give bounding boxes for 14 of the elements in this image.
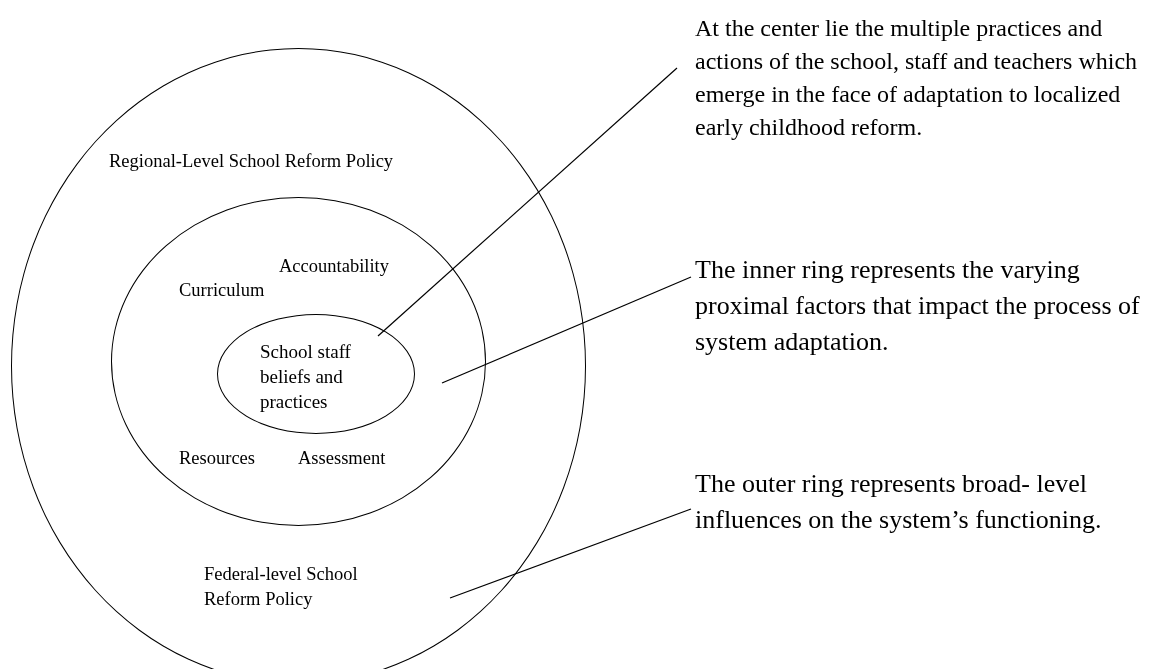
ring-label: Resources [179, 447, 257, 470]
ring-label: Curriculum [179, 279, 266, 302]
leader-line [377, 67, 678, 337]
leader-line [449, 508, 692, 599]
annotation-text: The outer ring represents broad- level influences on the system’s functioning. [695, 466, 1105, 576]
ring-ellipse [111, 197, 486, 526]
ring-label: Assessment [298, 447, 387, 470]
ring-label: Federal-level School Reform Policy [204, 563, 359, 611]
ring-label: School staff beliefs and practices [260, 340, 352, 414]
leader-line [441, 276, 692, 384]
ring-label: Regional-Level School Reform Policy [109, 150, 395, 173]
annotation-text: The inner ring represents the varying proximal factors that impact the process of system adaptation. [695, 252, 1175, 362]
annotation-text: At the center lie the multiple practices and actions of the school, staff and teachers which emerge in the face of adaptation to localized early childhood reform. [695, 12, 1165, 180]
ring-label: Accountability [279, 255, 390, 278]
